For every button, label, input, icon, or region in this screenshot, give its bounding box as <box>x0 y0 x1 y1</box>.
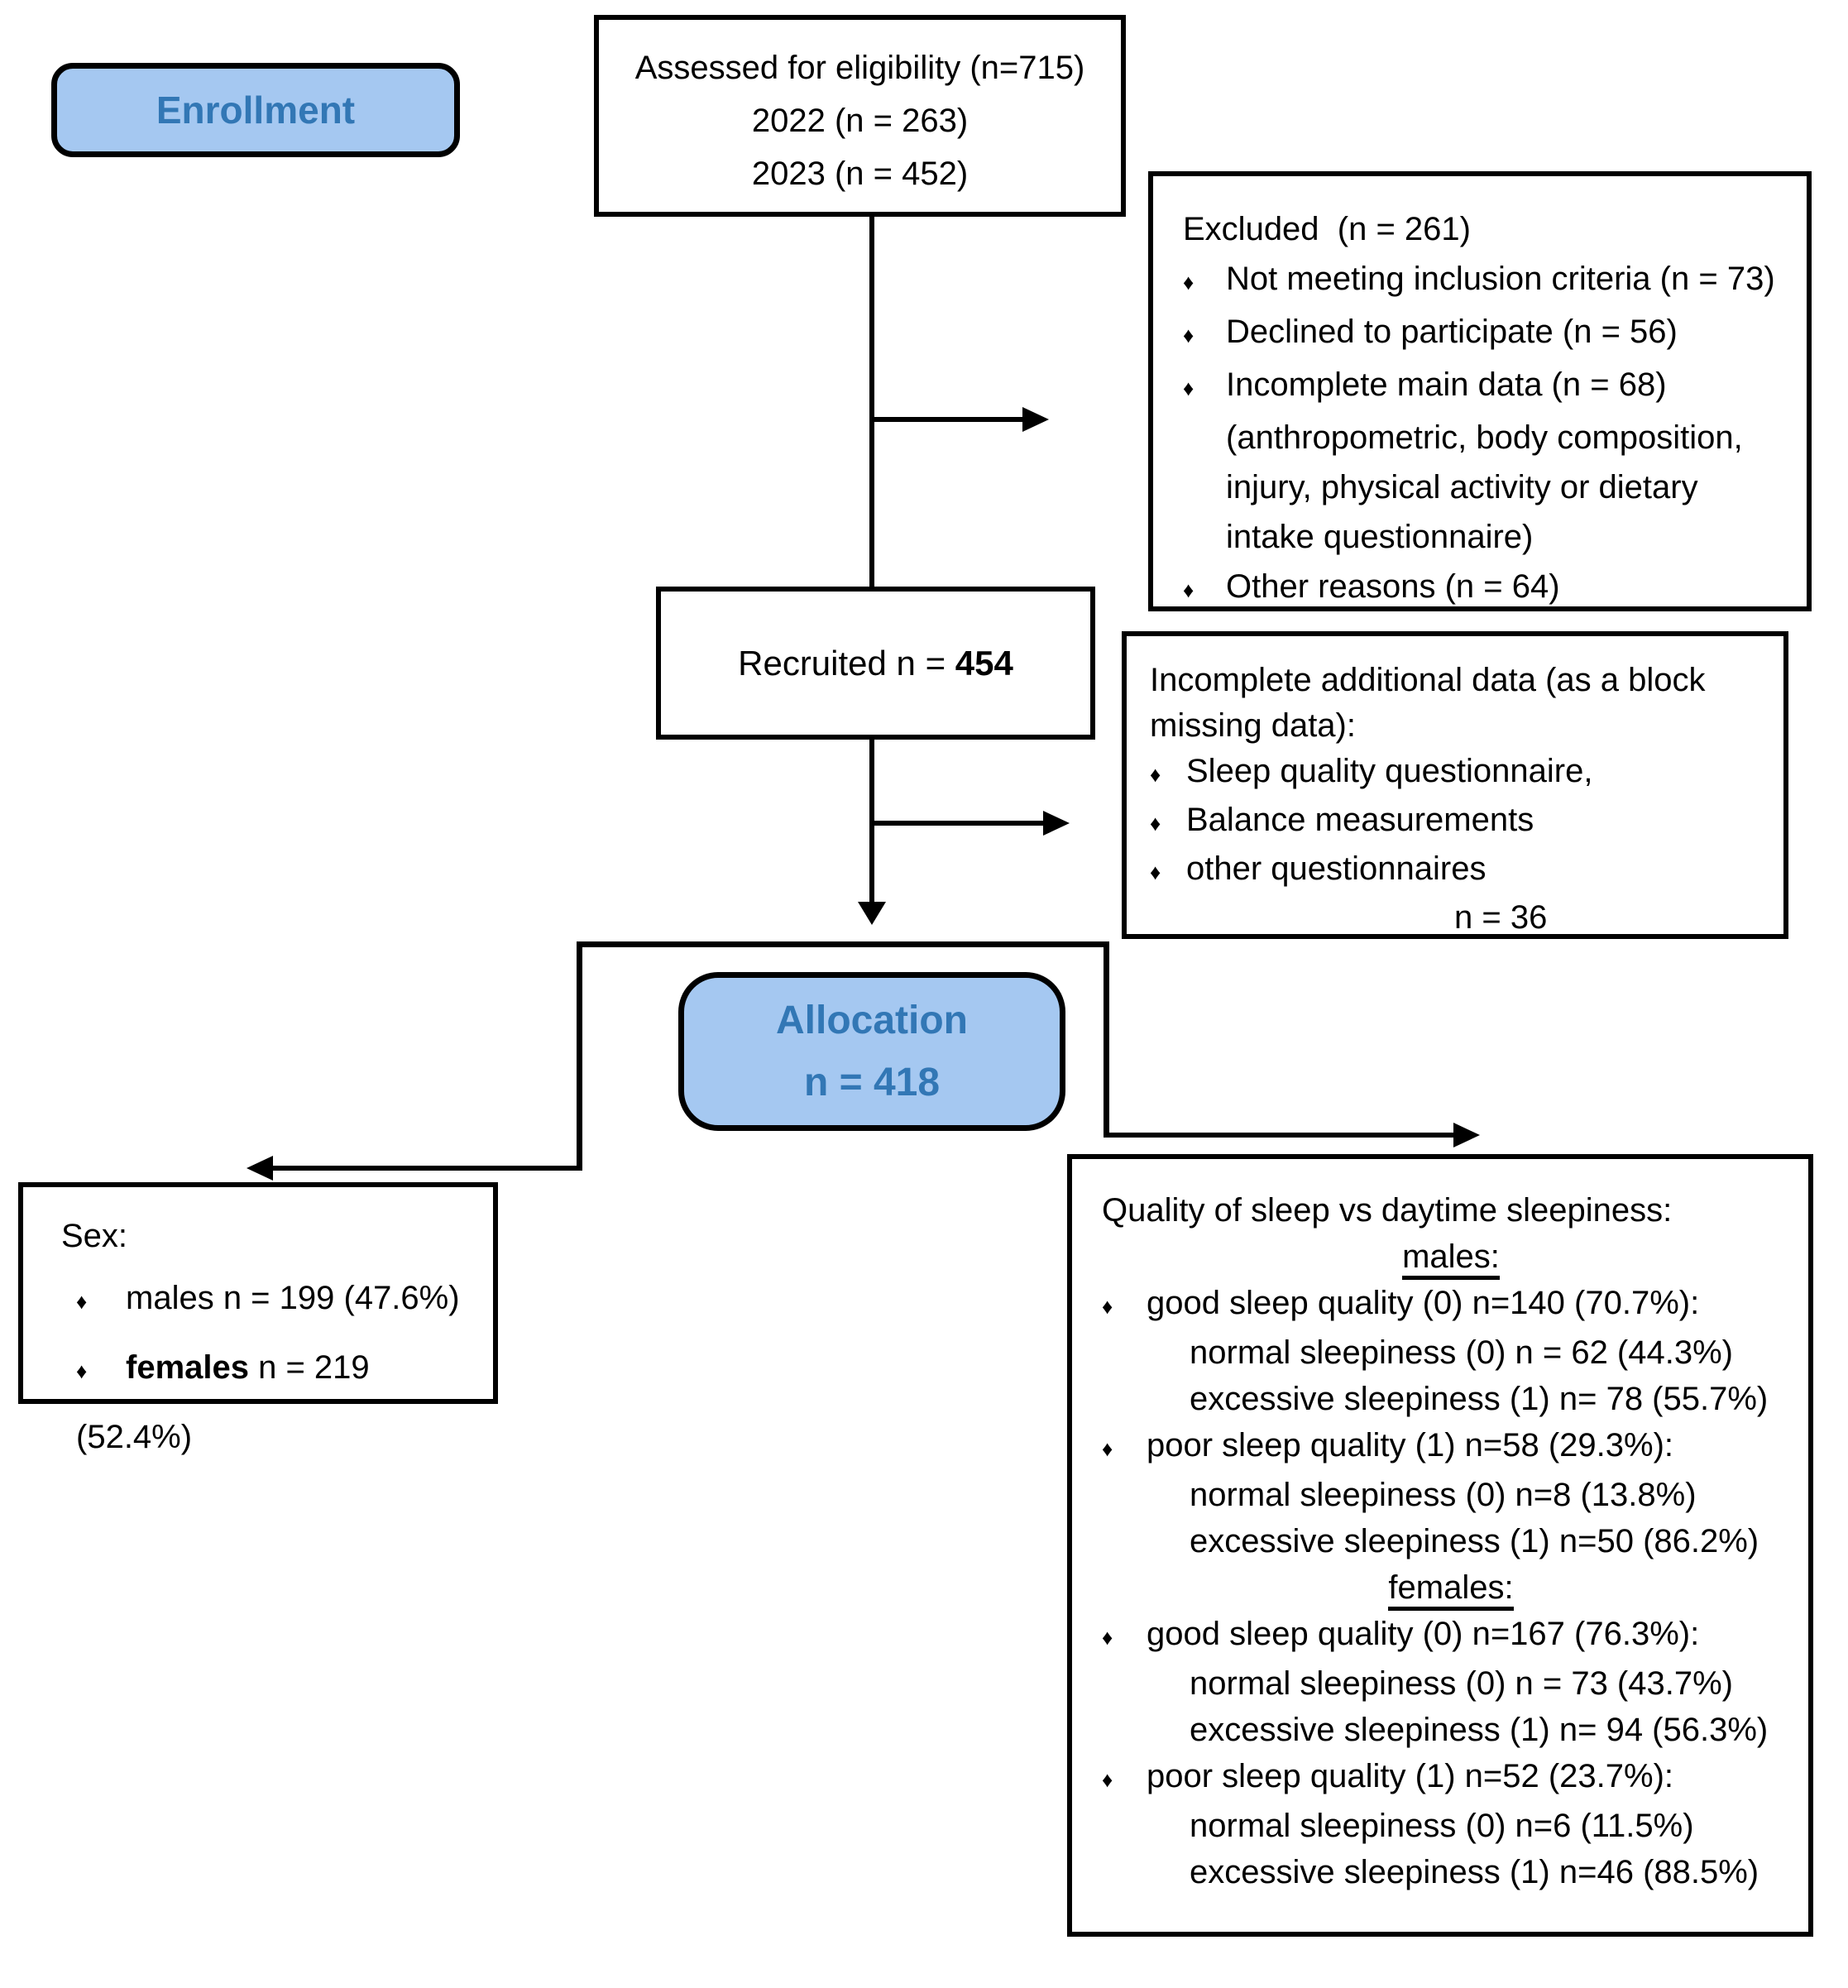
excluded-title: Excluded (n = 261) <box>1183 211 1471 247</box>
quality-group-sub: excessive sleepiness (1) n= 94 (56.3%) <box>1190 1712 1769 1748</box>
excluded-item-label: Declined to participate (n = 56) <box>1226 314 1678 350</box>
excluded-item-label: Not meeting inclusion criteria (n = 73) <box>1226 261 1775 297</box>
assessed-line-1: Assessed for eligibility (n=715) <box>634 50 1085 86</box>
excluded-item-continuation: (anthropometric, body composition, <box>1226 419 1743 456</box>
connector-to-quality <box>1104 1133 1454 1138</box>
connector-excluded-branch <box>869 417 1023 422</box>
connector-to-sex <box>271 1166 582 1171</box>
incomplete-item: ♦ Sleep quality questionnaire, <box>1150 749 1775 798</box>
recruited-count: 454 <box>955 643 1013 683</box>
assessed-box: Assessed for eligibility (n=715) 2022 (n… <box>594 15 1126 217</box>
arrowhead-left-sex-icon <box>247 1156 273 1181</box>
allocation-count: n = 418 <box>803 1061 941 1104</box>
recruited-label: Recruited n = 454 <box>738 644 1013 683</box>
sex-box: Sex: ♦ males n = 199 (47.6%) ♦ females n =… <box>18 1182 498 1455</box>
diamond-bullet-icon: ♦ <box>1102 1625 1113 1650</box>
excluded-box: Excluded (n = 261) ♦ Not meeting inclusio… <box>1148 171 1812 611</box>
incomplete-item-label: Sleep quality questionnaire, <box>1186 753 1593 789</box>
connector-assessed-to-recruited <box>869 215 874 587</box>
quality-section-header-males: males: <box>1102 1234 1800 1280</box>
excluded-item: ♦ Not meeting inclusion criteria (n = 73) <box>1183 254 1795 307</box>
quality-section-header-females: females: <box>1102 1564 1800 1611</box>
quality-group-lead: ♦good sleep quality (0) n=140 (70.7%): <box>1102 1280 1800 1329</box>
quality-group-lead: ♦poor sleep quality (1) n=58 (29.3%): <box>1102 1422 1800 1472</box>
excluded-item-continuation: injury, physical activity or dietary <box>1226 469 1698 505</box>
diamond-bullet-icon: ♦ <box>1183 376 1194 400</box>
diamond-bullet-icon: ♦ <box>1183 577 1194 602</box>
sex-females-label-rest: n = 219 (52.4%) <box>76 1349 370 1455</box>
assessed-line-2: 2022 (n = 263) <box>751 103 969 139</box>
sex-title: Sex: <box>61 1218 128 1254</box>
diamond-bullet-icon: ♦ <box>1150 860 1161 884</box>
connector-incomplete-branch <box>869 821 1044 826</box>
quality-group-sub: normal sleepiness (0) n=6 (11.5%) <box>1190 1808 1694 1844</box>
arrowhead-down-allocation-icon <box>858 902 886 925</box>
quality-group-sub: normal sleepiness (0) n=8 (13.8%) <box>1190 1477 1697 1513</box>
incomplete-item-label: other questionnaires <box>1186 850 1487 887</box>
diamond-bullet-icon: ♦ <box>1150 762 1161 787</box>
sex-males-label: males n = 199 (47.6%) <box>126 1280 460 1316</box>
diamond-bullet-icon: ♦ <box>1102 1767 1113 1792</box>
incomplete-item: ♦ other questionnaires <box>1150 846 1775 895</box>
diamond-bullet-icon: ♦ <box>1183 323 1194 347</box>
recruited-box: Recruited n = 454 <box>656 587 1095 740</box>
bracket-right-line <box>1104 941 1109 1138</box>
quality-group-lead: ♦poor sleep quality (1) n=52 (23.7%): <box>1102 1753 1800 1803</box>
quality-group-sub: normal sleepiness (0) n = 73 (43.7%) <box>1190 1665 1733 1702</box>
quality-group-lead: ♦good sleep quality (0) n=167 (76.3%): <box>1102 1611 1800 1660</box>
excluded-item: ♦ Other reasons (n = 64) <box>1183 562 1795 615</box>
excluded-item-continuation: intake questionnaire) <box>1226 519 1534 555</box>
diamond-bullet-icon: ♦ <box>1150 811 1161 836</box>
quality-group-sub: excessive sleepiness (1) n=50 (86.2%) <box>1190 1523 1759 1559</box>
quality-group-sub: excessive sleepiness (1) n=46 (88.5%) <box>1190 1854 1759 1890</box>
incomplete-data-box: Incomplete additional data (as a block m… <box>1122 631 1788 939</box>
incomplete-total: n = 36 <box>1454 899 1548 936</box>
excluded-item-label: Other reasons (n = 64) <box>1226 568 1560 605</box>
quality-title: Quality of sleep vs daytime sleepiness: <box>1102 1192 1673 1229</box>
recruited-prefix: Recruited n = <box>738 643 955 683</box>
diamond-bullet-icon: ♦ <box>76 1289 88 1314</box>
allocation-stage-pill: Allocation n = 418 <box>678 972 1065 1131</box>
excluded-item: ♦ Declined to participate (n = 56) <box>1183 307 1795 360</box>
assessed-line-3: 2023 (n = 452) <box>751 156 969 192</box>
enrollment-stage-pill: Enrollment <box>51 63 460 157</box>
diamond-bullet-icon: ♦ <box>1102 1294 1113 1319</box>
incomplete-item-label: Balance measurements <box>1186 802 1534 838</box>
bracket-left-line <box>577 941 582 1171</box>
excluded-item: ♦ Incomplete main data (n = 68) <box>1183 360 1795 413</box>
incomplete-title-line-1: Incomplete additional data (as a block <box>1150 662 1706 698</box>
incomplete-item: ♦ Balance measurements <box>1150 798 1775 846</box>
excluded-item-label: Incomplete main data (n = 68) <box>1226 366 1667 403</box>
allocation-stage-label: Allocation <box>775 999 968 1042</box>
enrollment-stage-label: Enrollment <box>156 89 356 132</box>
sex-males-line: ♦ males n = 199 (47.6%) <box>76 1265 493 1334</box>
bracket-top-line <box>577 941 1109 947</box>
arrowhead-right-quality-icon <box>1453 1123 1480 1147</box>
diamond-bullet-icon: ♦ <box>1183 270 1194 295</box>
quality-box: Quality of sleep vs daytime sleepiness: … <box>1067 1154 1813 1937</box>
diamond-bullet-icon: ♦ <box>76 1358 88 1383</box>
arrowhead-right-excluded-icon <box>1022 407 1049 432</box>
diamond-bullet-icon: ♦ <box>1102 1436 1113 1461</box>
sex-females-label-bold: females <box>126 1349 249 1386</box>
sex-females-line: ♦ females n = 219 (52.4%) <box>76 1334 493 1470</box>
quality-group-sub: excessive sleepiness (1) n= 78 (55.7%) <box>1190 1381 1769 1417</box>
arrowhead-right-incomplete-icon <box>1043 811 1070 836</box>
incomplete-title-line-2: missing data): <box>1150 707 1356 744</box>
quality-group-sub: normal sleepiness (0) n = 62 (44.3%) <box>1190 1334 1733 1371</box>
